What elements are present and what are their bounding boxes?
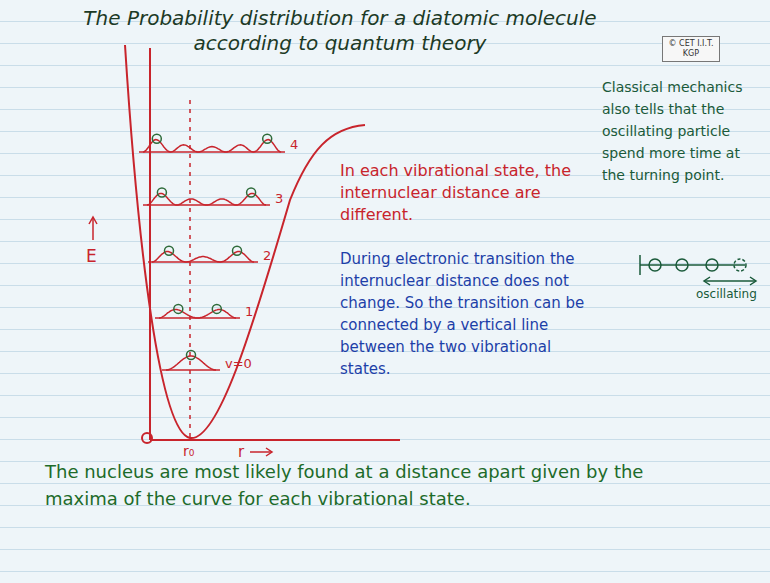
maximum-marker <box>157 188 166 197</box>
r-arrow <box>250 451 272 453</box>
level-number: 2 <box>263 248 271 263</box>
probability-curve <box>159 310 236 319</box>
energy-arrow <box>92 218 94 240</box>
maximum-marker <box>187 351 196 360</box>
oscillation-arrowheads <box>704 277 756 285</box>
r-arrowhead <box>266 448 272 456</box>
oscillator-particle <box>734 259 746 271</box>
oscillator-particle <box>706 259 718 271</box>
level-number: 4 <box>290 137 298 152</box>
level-number: 3 <box>275 191 283 206</box>
oscillator-particle <box>676 259 688 271</box>
energy-label: E <box>86 246 97 266</box>
note-red: In each vibrational state, the internucl… <box>340 160 585 226</box>
level-number: 1 <box>245 304 253 319</box>
note-bottom: The nucleus are most likely found at a d… <box>45 458 695 512</box>
probability-curve <box>152 252 254 262</box>
oscillator-particle <box>649 259 661 271</box>
energy-arrowhead <box>89 217 97 224</box>
oscillator-wall <box>639 255 641 275</box>
maximum-marker <box>247 188 256 197</box>
level-number: v=0 <box>225 356 252 371</box>
title: The Probability distribution for a diato… <box>60 6 620 56</box>
energy-axis <box>149 48 151 440</box>
maximum-marker <box>233 246 242 255</box>
logo-text: © CET I.I.T. KGP <box>666 39 716 59</box>
maximum-marker <box>212 304 221 313</box>
oscillation-label: oscillating <box>696 287 757 301</box>
axis-label: r <box>238 443 244 461</box>
note-blue: During electronic transition the internu… <box>340 248 602 380</box>
axis-label: r₀ <box>183 443 194 459</box>
origin-mark <box>142 433 152 443</box>
maximum-marker <box>174 304 183 313</box>
logo-box: © CET I.I.T. KGP <box>662 36 720 62</box>
oscillation-arrow <box>705 280 755 282</box>
vibrational-level <box>139 151 285 153</box>
note-classical: Classical mechanics also tells that the … <box>602 76 764 186</box>
distance-axis <box>150 439 400 441</box>
probability-curve <box>143 140 281 152</box>
vibrational-level <box>148 261 258 263</box>
equilibrium-line <box>189 100 191 440</box>
morse-curve <box>125 45 365 438</box>
maximum-marker <box>165 246 174 255</box>
oscillator-line <box>640 264 745 266</box>
maximum-marker <box>263 134 272 143</box>
probability-curve <box>166 356 216 370</box>
maximum-marker <box>152 134 161 143</box>
